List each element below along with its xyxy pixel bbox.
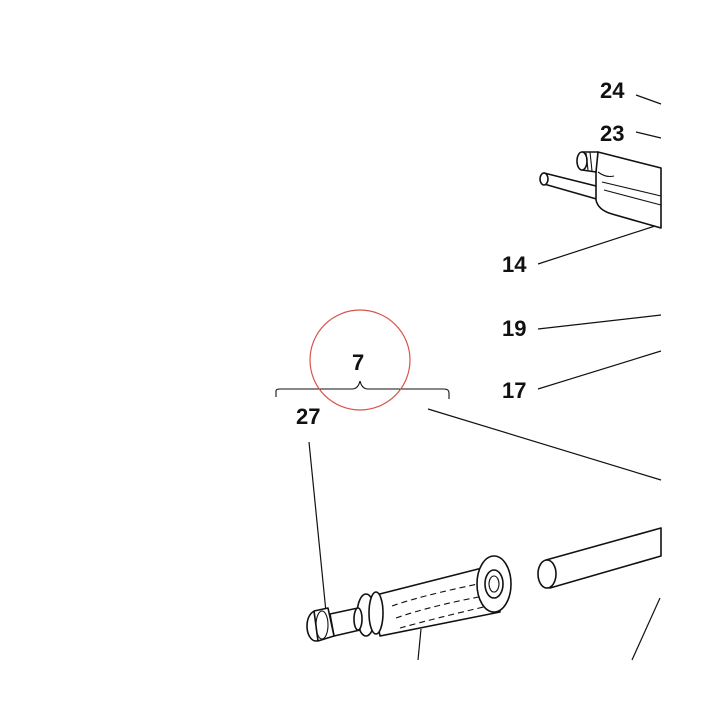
handlebar-clamp-assembly: [539, 151, 662, 229]
group-brace: [275, 380, 450, 399]
callout-24: 24: [600, 78, 625, 103]
callout-27: 27: [296, 404, 320, 429]
callout-17: 17: [502, 378, 526, 403]
callout-23: 23: [600, 121, 624, 146]
leader-line-7: [427, 408, 662, 481]
leader-line-17: [537, 350, 662, 390]
leader-line-14: [537, 225, 656, 265]
callout-14: 14: [502, 252, 527, 277]
callout-19: 19: [502, 316, 526, 341]
handlebar-tube: [537, 527, 662, 589]
leader-line-grip: [417, 628, 422, 661]
leader-line-lower-right: [631, 597, 661, 661]
handlebar-grip: [356, 555, 512, 637]
leader-line-24: [635, 94, 662, 105]
leader-line-19: [537, 314, 662, 330]
leader-line-27: [308, 441, 327, 613]
bar-end-plug: [306, 607, 363, 642]
callout-7: 7: [352, 350, 364, 375]
highlight-circle: [309, 309, 411, 411]
leader-line-23: [635, 131, 662, 139]
